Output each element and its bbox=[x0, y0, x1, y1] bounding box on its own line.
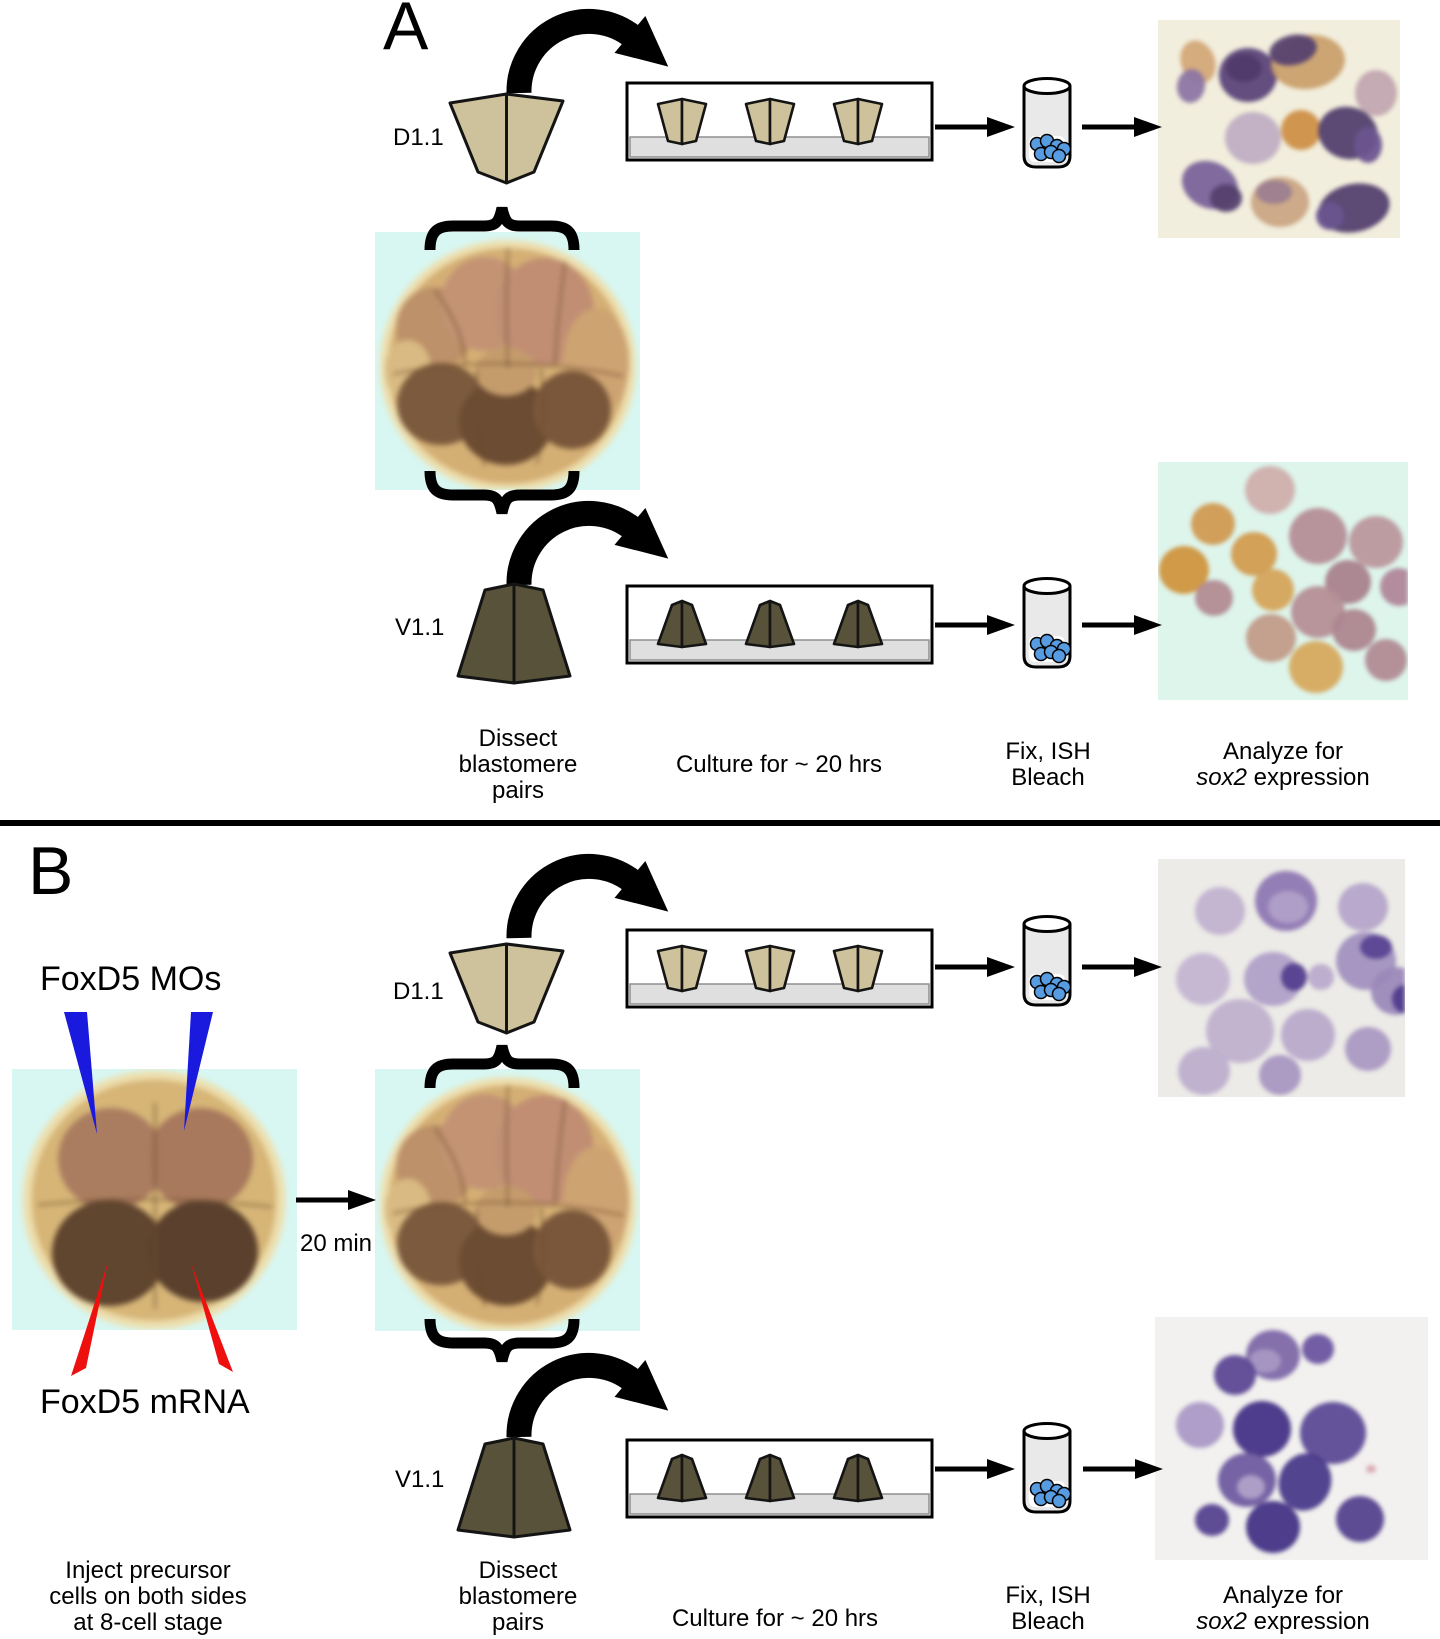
panel-divider bbox=[0, 820, 1440, 826]
flip-arrow-icon bbox=[519, 1360, 684, 1437]
step-label-inject-b: Inject precursor cells on both sides at … bbox=[49, 1557, 247, 1636]
result-photo-v11-control bbox=[1158, 462, 1408, 700]
step-label-analyze-b: Analyze for sox2 expression bbox=[1196, 1582, 1370, 1635]
flip-arrow-icon bbox=[519, 16, 684, 93]
step-label-culture-a: Culture for ~ 20 hrs bbox=[675, 751, 883, 778]
embryo-photo-injected bbox=[12, 1069, 297, 1330]
v11-blastomere-pair bbox=[456, 1436, 572, 1539]
step-label-fix-a: Fix, ISH Bleach bbox=[1005, 738, 1091, 791]
arrow-icon bbox=[935, 1459, 1015, 1479]
d11-blastomere-pair bbox=[448, 942, 565, 1035]
flip-arrow-icon bbox=[519, 861, 684, 938]
result-photo-v11-treated bbox=[1155, 1317, 1428, 1560]
result-photo-d11-control bbox=[1158, 20, 1400, 238]
arrow-icon bbox=[935, 117, 1015, 137]
arrow-icon bbox=[1082, 117, 1162, 137]
step-label-fix-b: Fix, ISH Bleach bbox=[1005, 1582, 1091, 1635]
arrow-icon bbox=[1082, 615, 1162, 635]
culture-dish-v11 bbox=[625, 584, 934, 665]
v11-blastomere-pair bbox=[456, 582, 572, 685]
step-label-dissect-b: Dissect blastomere pairs bbox=[458, 1557, 578, 1636]
result-photo-d11-treated bbox=[1158, 859, 1405, 1097]
d11-label-b: D1.1 bbox=[393, 978, 444, 1005]
collection-vial-icon bbox=[1022, 577, 1072, 669]
time-label: 20 min bbox=[299, 1230, 373, 1257]
embryo-photo-8cell-panel-b bbox=[375, 1069, 640, 1331]
collection-vial-icon bbox=[1022, 1422, 1072, 1514]
step-label-culture-b: Culture for ~ 20 hrs bbox=[671, 1605, 879, 1632]
arrow-icon bbox=[296, 1190, 376, 1210]
foxd5-mrna-label: FoxD5 mRNA bbox=[40, 1383, 250, 1421]
flip-arrow-icon bbox=[519, 508, 684, 585]
culture-dish-v11 bbox=[625, 1438, 934, 1519]
embryo-photo-8cell-panel-a bbox=[375, 232, 640, 490]
foxd5-mo-label: FoxD5 MOs bbox=[40, 960, 222, 998]
arrow-icon bbox=[935, 615, 1015, 635]
panel-a-label: A bbox=[383, 0, 429, 64]
arrow-icon bbox=[1083, 1459, 1163, 1479]
v11-label-b: V1.1 bbox=[395, 1466, 445, 1493]
v11-label-a: V1.1 bbox=[395, 614, 445, 641]
culture-dish-d11 bbox=[625, 928, 934, 1009]
arrow-icon bbox=[935, 957, 1015, 977]
step-label-analyze-a: Analyze for sox2 expression bbox=[1196, 738, 1370, 791]
culture-dish-d11 bbox=[625, 81, 934, 162]
arrow-icon bbox=[1082, 957, 1162, 977]
d11-label-a: D1.1 bbox=[393, 124, 444, 151]
step-label-dissect-a: Dissect blastomere pairs bbox=[458, 725, 578, 804]
d11-blastomere-pair bbox=[448, 92, 565, 185]
panel-b-label: B bbox=[28, 833, 74, 909]
collection-vial-icon bbox=[1022, 77, 1072, 169]
collection-vial-icon bbox=[1022, 915, 1072, 1007]
